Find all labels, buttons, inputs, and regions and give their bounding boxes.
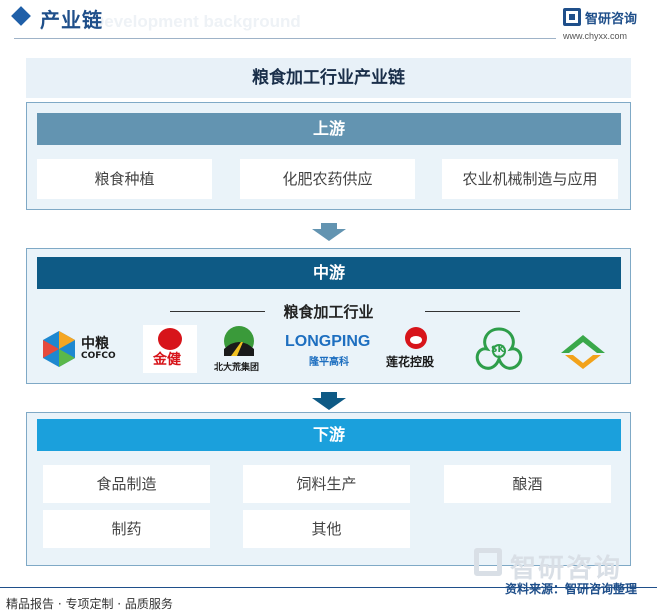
page-title: 产业链 — [40, 8, 103, 32]
upstream-section: 上游 粮食种植 化肥农药供应 农业机械制造与应用 — [26, 102, 631, 210]
suken-mark-icon — [475, 327, 523, 370]
down-arrow-icon — [312, 223, 346, 241]
upstream-item: 粮食种植 — [37, 159, 212, 199]
down-arrow-icon — [312, 392, 346, 410]
suken-logo-text: SK — [491, 345, 505, 355]
brand: 智研咨询 www.chyxx.com — [563, 6, 653, 41]
beidahuang-logo-text: 北大荒集团 — [214, 363, 260, 373]
beidahuang-logo: 北大荒集团 — [211, 325, 267, 373]
cofco-logo: 中粮 COFCO — [41, 325, 123, 373]
subtitle-rule-left — [170, 311, 265, 312]
suken-logo: SK — [471, 325, 527, 373]
cofco-mark-icon — [43, 331, 75, 367]
longping-logo-text: LONGPING — [285, 333, 371, 350]
upstream-item: 化肥农药供应 — [240, 159, 415, 199]
cofco-logo-sub: COFCO — [81, 351, 116, 361]
header-divider — [14, 38, 556, 39]
watermark-text: 智研咨询 — [510, 554, 623, 584]
jinjian-logo: 金健 — [143, 325, 197, 373]
brand-url: www.chyxx.com — [563, 31, 628, 41]
jinjian-mark-icon — [143, 325, 197, 373]
diamond-icon — [11, 6, 31, 26]
watermark-logo-icon — [474, 548, 502, 576]
lianhua-logo-text: 莲花控股 — [386, 355, 435, 369]
upstream-header: 上游 — [37, 113, 621, 145]
longping-logo-sub: 隆平高科 — [309, 357, 349, 368]
downstream-section: 下游 食品制造 饲料生产 酿酒 制药 其他 — [26, 412, 631, 566]
midstream-subtitle: 粮食加工行业 — [283, 303, 374, 321]
source-note: 资料来源：智研咨询整理 — [505, 582, 638, 596]
subtitle-rule-right — [425, 311, 520, 312]
midstream-section: 中游 粮食加工行业 中粮 COFCO 金健 北大荒集团 LONGPING 隆 — [26, 248, 631, 384]
jinjian-logo-text: 金健 — [153, 352, 181, 368]
green-arrow-logo — [555, 325, 611, 373]
upstream-item: 农业机械制造与应用 — [442, 159, 618, 199]
green-arrow-mark-icon — [561, 335, 605, 369]
downstream-item: 酿酒 — [444, 465, 611, 503]
brand-logo-icon — [563, 8, 581, 26]
brand-name: 智研咨询 — [585, 12, 638, 27]
downstream-header: 下游 — [37, 419, 621, 451]
downstream-item: 食品制造 — [43, 465, 210, 503]
lianhua-logo: 莲花控股 — [383, 325, 449, 373]
longping-logo: LONGPING 隆平高科 — [283, 325, 371, 373]
cofco-logo-text: 中粮 — [81, 336, 109, 352]
midstream-header: 中游 — [37, 257, 621, 289]
beidahuang-mark-icon — [224, 326, 254, 356]
header-ghost-text: Development background — [92, 12, 301, 31]
footer-tagline: 精品报告 · 专项定制 · 品质服务 — [6, 597, 173, 611]
footer-divider — [0, 587, 657, 588]
page-header: Development background 产业链 智研咨询 www.chyx… — [0, 0, 657, 42]
lianhua-mark-icon — [405, 327, 427, 349]
downstream-item: 饲料生产 — [243, 465, 410, 503]
diagram-title: 粮食加工行业产业链 — [26, 58, 631, 98]
downstream-item: 制药 — [43, 510, 210, 548]
downstream-item: 其他 — [243, 510, 410, 548]
